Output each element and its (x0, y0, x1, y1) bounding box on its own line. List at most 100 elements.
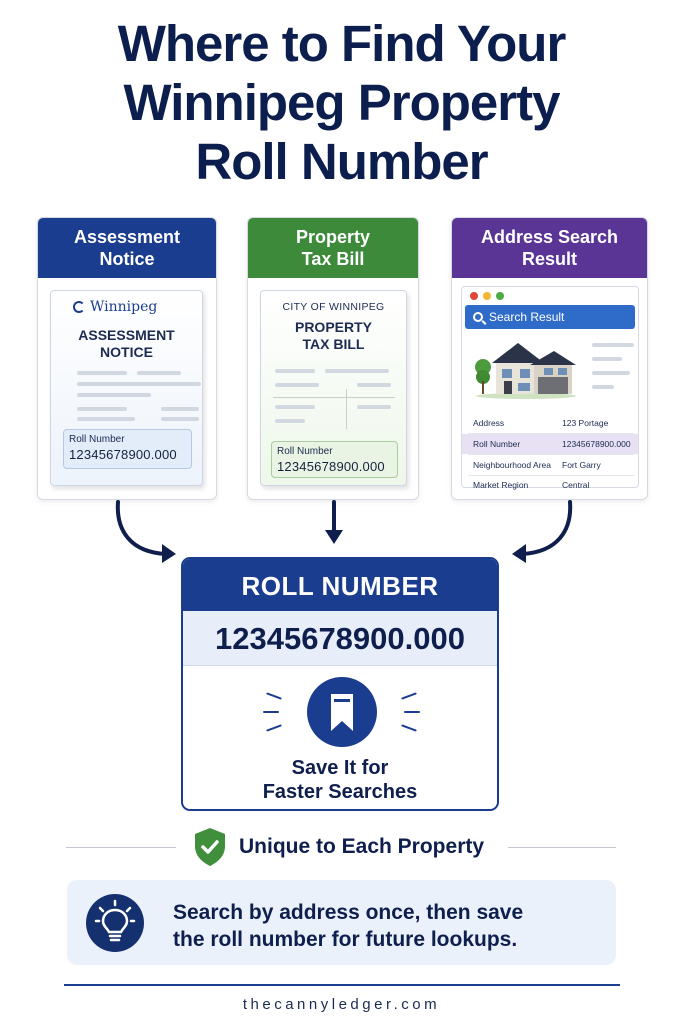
sparkle-icon (266, 724, 282, 732)
row-value: 12345678900.000 (562, 439, 631, 449)
assessment-doc-title-line-1: ASSESSMENT (78, 327, 175, 343)
assessment-document: Winnipeg ASSESSMENT NOTICE Roll Number 1… (50, 290, 203, 486)
tax-card-header: Property Tax Bill (248, 218, 418, 278)
assessment-roll-number-box: Roll Number 12345678900.000 (63, 429, 192, 469)
text-line (275, 383, 319, 387)
roll-number-label: Roll Number (69, 434, 125, 445)
text-line (77, 417, 135, 421)
sparkle-icon (404, 711, 420, 713)
search-bar-label: Search Result (489, 310, 565, 324)
search-icon (473, 312, 483, 322)
house-icon (475, 343, 576, 399)
text-line (275, 419, 305, 423)
title-line-1: Where to Find Your (117, 15, 567, 72)
unique-note: Unique to Each Property (193, 827, 484, 867)
roll-number-panel: ROLL NUMBER 12345678900.000 Save It for … (181, 557, 499, 811)
roll-number-value: 12345678900.000 (277, 459, 385, 474)
lightbulb-badge (86, 894, 144, 952)
close-dot-icon (470, 292, 478, 300)
divider-left (66, 847, 176, 848)
table-row: Neighbourhood Area Fort Garry (462, 455, 638, 475)
table-rule (273, 397, 395, 398)
arrow-down-icon (325, 500, 343, 544)
tax-bill-document: CITY OF WINNIPEG PROPERTY TAX BILL Roll … (260, 290, 407, 486)
address-search-card: Address Search Result Search Result (451, 217, 648, 500)
row-value: Fort Garry (562, 460, 601, 470)
text-line (275, 405, 315, 409)
text-line (592, 371, 630, 375)
tip-text-line-2: the roll number for future lookups. (173, 928, 518, 951)
search-header-line-2: Result (521, 249, 577, 269)
page-title: Where to Find Your Winnipeg Property Rol… (0, 14, 683, 191)
arrow-left-icon (115, 500, 176, 563)
assessment-notice-card: Assessment Notice Winnipeg ASSESSMENT NO… (37, 217, 217, 500)
sparkle-icon (401, 692, 417, 700)
text-line (77, 407, 127, 411)
tax-doc-title-line-1: PROPERTY (294, 319, 372, 335)
row-divider (468, 454, 634, 455)
tax-doc-city: CITY OF WINNIPEG (282, 301, 385, 313)
text-line (137, 371, 181, 375)
browser-window: Search Result Address 123 Portage (461, 286, 639, 490)
tax-doc-title: PROPERTY TAX BILL (261, 319, 406, 353)
roll-number-heading: ROLL NUMBER (183, 559, 497, 611)
roll-number-label: Roll Number (277, 446, 333, 457)
assessment-card-header: Assessment Notice (38, 218, 216, 278)
lightbulb-icon (94, 899, 136, 942)
bookmark-icon (331, 694, 353, 731)
sparkle-icon (401, 724, 417, 732)
table-row: Market Region Central (462, 475, 638, 495)
winnipeg-logo-text: Winnipeg (90, 299, 158, 315)
table-row: Address 123 Portage (462, 413, 638, 433)
table-rule (346, 389, 347, 429)
text-line (77, 393, 151, 397)
winnipeg-logo-icon (73, 301, 85, 313)
save-message: Save It for Faster Searches (183, 756, 497, 804)
property-tax-bill-card: Property Tax Bill CITY OF WINNIPEG PROPE… (247, 217, 419, 500)
tip-text: Search by address once, then save the ro… (173, 899, 523, 953)
tip-text-line-1: Search by address once, then save (173, 901, 524, 924)
row-key: Roll Number (473, 439, 521, 449)
roll-number-display: 12345678900.000 (183, 611, 497, 666)
row-key: Market Region (473, 480, 529, 490)
shield-check-icon (195, 828, 225, 866)
text-line (77, 382, 201, 386)
title-line-3: Roll Number (195, 133, 488, 190)
arrow-right-icon (512, 500, 573, 563)
text-line (325, 369, 389, 373)
text-line (357, 383, 391, 387)
tax-roll-number-box: Roll Number 12345678900.000 (271, 441, 398, 478)
roll-number-value: 12345678900.000 (69, 447, 177, 462)
text-line (592, 385, 614, 389)
text-line (592, 357, 622, 361)
assessment-doc-title: ASSESSMENT NOTICE (51, 327, 202, 361)
title-line-2: Winnipeg Property (123, 74, 561, 131)
row-key: Address (473, 418, 505, 428)
sparkle-icon (266, 692, 282, 700)
text-line (161, 417, 199, 421)
text-line (357, 405, 391, 409)
tip-box: Search by address once, then save the ro… (67, 880, 616, 965)
save-message-line-1: Save It for (291, 757, 389, 779)
sparkle-icon (263, 711, 279, 713)
window-controls (470, 292, 504, 300)
row-divider (468, 475, 634, 476)
unique-note-text: Unique to Each Property (239, 835, 485, 858)
text-line (161, 407, 199, 411)
row-value: Central (562, 480, 590, 490)
text-line (77, 371, 127, 375)
bookmark-badge (307, 677, 377, 747)
save-message-line-2: Faster Searches (262, 781, 418, 803)
minimize-dot-icon (483, 292, 491, 300)
footer-site: thecannyledger.com (242, 996, 441, 1013)
tax-header-line-2: Tax Bill (301, 249, 365, 269)
table-row-highlighted: Roll Number 12345678900.000 (462, 434, 638, 454)
search-card-header: Address Search Result (452, 218, 647, 278)
search-header-line-1: Address Search (480, 227, 619, 247)
maximize-dot-icon (496, 292, 504, 300)
winnipeg-logo: Winnipeg (73, 299, 157, 315)
tax-header-line-1: Property (295, 227, 371, 247)
assessment-header-line-2: Notice (99, 249, 155, 269)
text-line (592, 343, 634, 347)
assessment-doc-title-line-2: NOTICE (100, 344, 153, 360)
